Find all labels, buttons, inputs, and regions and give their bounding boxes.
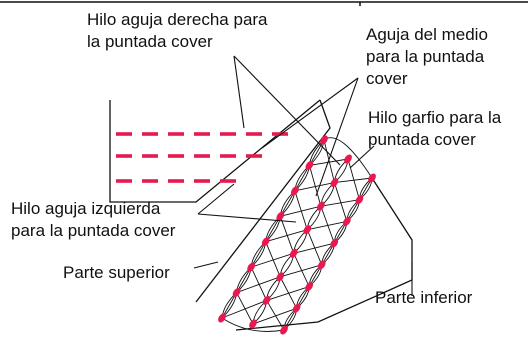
looper-thread xyxy=(250,266,267,301)
needle-stitch-point xyxy=(344,154,352,164)
pointer-middle-2 xyxy=(315,77,359,197)
needle-stitch-point xyxy=(316,201,325,211)
looper-thread xyxy=(279,276,297,309)
looper-thread xyxy=(294,182,335,192)
label-left-needle-thread: Hilo aguja izquierda para la puntada cov… xyxy=(11,199,176,240)
label-middle-needle: Aguja del medio para la puntada cover xyxy=(366,25,488,88)
pointer-right-needle-2 xyxy=(233,55,341,166)
looper-thread xyxy=(221,300,267,319)
needle-stitch-point xyxy=(249,319,257,329)
pointer-top xyxy=(193,261,219,269)
looper-thread xyxy=(347,158,360,200)
needle-stitch-point xyxy=(317,260,326,270)
looper-thread xyxy=(307,220,347,231)
label-top-side: Parte superior xyxy=(63,263,170,282)
label-looper-thread: Hilo garfio para la puntada cover xyxy=(368,108,502,149)
needle-stitch-point xyxy=(355,195,364,205)
needle-stitch-rows xyxy=(116,132,288,183)
looper-thread xyxy=(252,307,297,325)
needle-stitch-point xyxy=(262,295,271,305)
needle-stitch-point xyxy=(303,225,312,235)
needle-stitch-point xyxy=(276,272,285,282)
looper-thread xyxy=(320,205,335,244)
label-right-needle-thread: Hilo aguja derecha para la puntada cover xyxy=(87,10,268,51)
needle-stitch-point xyxy=(261,237,270,247)
looper-thread xyxy=(265,229,308,243)
looper-thread xyxy=(294,190,308,230)
needle-stitch-point xyxy=(305,282,314,292)
pointer-lines xyxy=(193,55,413,296)
needle-stitch-point xyxy=(320,135,328,145)
looper-thread xyxy=(236,276,281,293)
needle-stitch-point xyxy=(218,313,226,323)
looper-thread xyxy=(293,242,335,254)
looper-thread xyxy=(306,229,323,266)
pointer-looper xyxy=(349,145,375,169)
pointer-right-needle-1 xyxy=(233,55,245,129)
pointer-middle-1 xyxy=(261,77,359,149)
needle-stitch-point xyxy=(232,288,241,298)
label-bottom-side: Parte inferior xyxy=(375,288,473,307)
looper-thread xyxy=(293,253,310,287)
needle-stitch-point xyxy=(305,160,314,170)
looper-thread xyxy=(280,264,322,278)
needle-stitch-point xyxy=(292,303,301,313)
needle-stitch-point xyxy=(280,325,288,335)
looper-thread xyxy=(279,216,295,254)
needle-stitch-point xyxy=(330,238,339,248)
needle-stitch-point xyxy=(289,248,298,258)
needle-stitch-point xyxy=(247,262,256,272)
needle-stitch-point xyxy=(276,211,285,221)
needle-stitch-point xyxy=(368,173,376,183)
needle-stitch-point xyxy=(330,178,339,188)
looper-thread xyxy=(323,139,335,183)
looper-thread xyxy=(309,158,349,166)
looper-thread xyxy=(334,177,373,184)
looper-thread xyxy=(280,205,321,217)
stitch-band-outline xyxy=(221,137,373,332)
fabric-edge xyxy=(195,99,331,303)
pointer-left-needle-2 xyxy=(197,213,297,223)
looper-thread xyxy=(320,199,360,207)
pointer-left-needle-1 xyxy=(197,183,235,215)
looper-thread xyxy=(266,286,310,301)
looper-thread xyxy=(236,292,254,325)
needle-stitch-point xyxy=(290,186,299,196)
looper-thread xyxy=(308,165,322,207)
needle-stitch-point xyxy=(342,216,351,226)
looper-thread xyxy=(333,182,348,222)
fabric-top-layer xyxy=(109,99,321,203)
looper-thread xyxy=(251,252,294,268)
looper-thread xyxy=(265,241,281,278)
looper-thread xyxy=(266,300,285,331)
frame-top-border xyxy=(0,1,528,6)
